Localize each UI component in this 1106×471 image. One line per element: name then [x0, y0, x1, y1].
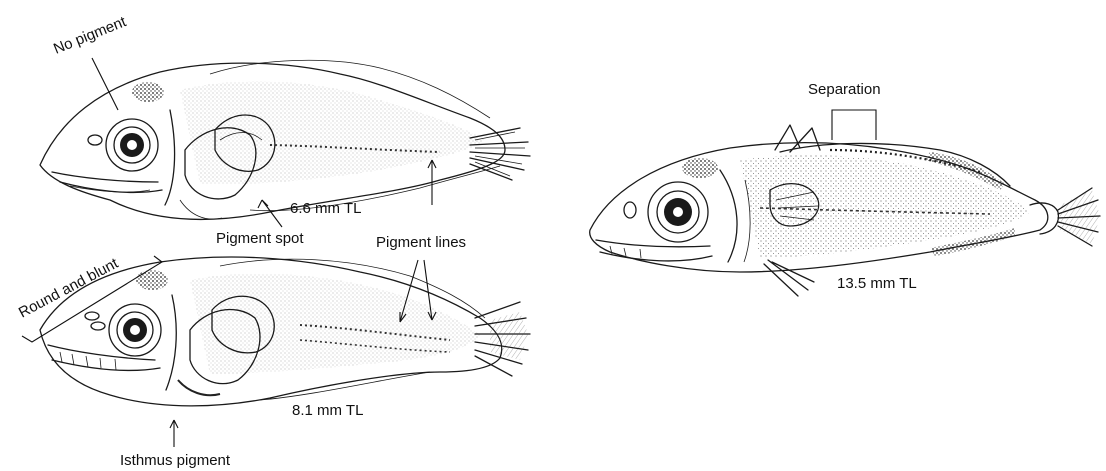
no-pigment-leader — [92, 58, 118, 110]
larva-8-1mm — [40, 257, 530, 406]
size-label-6-6: 6.6 mm TL — [290, 200, 361, 217]
size-label-13-5: 13.5 mm TL — [837, 275, 917, 292]
isthmus-pigment-label: Isthmus pigment — [120, 452, 231, 469]
pigment-spot-label: Pigment spot — [216, 230, 304, 247]
no-pigment-label: No pigment — [51, 13, 129, 58]
pigment-lines-label: Pigment lines — [376, 234, 466, 251]
juvenile-13-5mm — [590, 125, 1100, 296]
size-label-8-1: 8.1 mm TL — [292, 402, 363, 419]
round-and-blunt-label: Round and blunt — [16, 254, 122, 321]
separation-bracket — [832, 110, 876, 140]
separation-label: Separation — [808, 81, 881, 98]
larva-6-6mm — [40, 60, 530, 219]
